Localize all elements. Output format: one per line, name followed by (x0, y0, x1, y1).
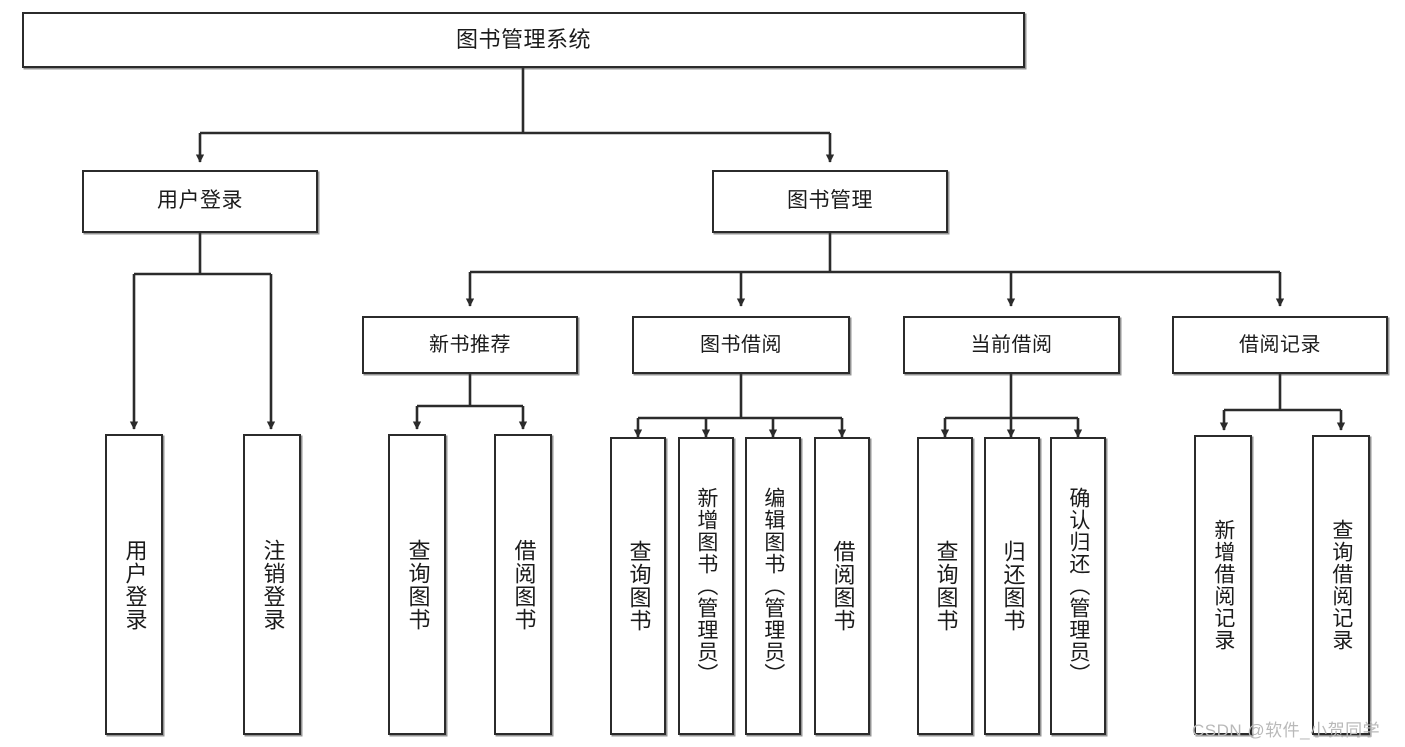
node-new-book-rec[interactable]: 新书推荐 (362, 316, 578, 374)
leaf-query-book-1[interactable]: 查询图书 (388, 434, 446, 735)
leaf-confirm-return-label: 确认归还（管理员） (1066, 487, 1090, 685)
leaf-user-logout-label: 注销登录 (260, 538, 286, 631)
node-borrow-record-label: 借阅记录 (1239, 333, 1321, 356)
node-book-borrow-label: 图书借阅 (700, 333, 782, 356)
node-book-manage[interactable]: 图书管理 (712, 170, 948, 233)
node-current-borrow[interactable]: 当前借阅 (903, 316, 1120, 374)
leaf-query-book-3[interactable]: 查询图书 (917, 437, 973, 735)
leaf-query-book-3-label: 查询图书 (933, 540, 959, 632)
leaf-query-book-2-label: 查询图书 (626, 540, 652, 632)
leaf-query-book-2[interactable]: 查询图书 (610, 437, 666, 735)
leaf-borrow-book-1-label: 借阅图书 (511, 538, 537, 631)
node-user-login-label: 用户登录 (157, 189, 243, 213)
leaf-return-book-label: 归还图书 (1000, 540, 1026, 632)
leaf-user-login[interactable]: 用户登录 (105, 434, 163, 735)
leaf-add-book[interactable]: 新增图书（管理员） (678, 437, 734, 735)
leaf-borrow-book-2[interactable]: 借阅图书 (814, 437, 870, 735)
leaf-borrow-book-2-label: 借阅图书 (830, 540, 856, 632)
node-book-manage-label: 图书管理 (787, 189, 873, 213)
leaf-confirm-return[interactable]: 确认归还（管理员） (1050, 437, 1106, 735)
leaf-user-logout[interactable]: 注销登录 (243, 434, 301, 735)
leaf-user-login-label: 用户登录 (122, 538, 148, 631)
node-borrow-record[interactable]: 借阅记录 (1172, 316, 1388, 374)
leaf-add-record[interactable]: 新增借阅记录 (1194, 435, 1252, 735)
node-book-borrow[interactable]: 图书借阅 (632, 316, 850, 374)
leaf-borrow-book-1[interactable]: 借阅图书 (494, 434, 552, 735)
leaf-edit-book-label: 编辑图书（管理员） (761, 487, 785, 685)
leaf-query-book-1-label: 查询图书 (405, 538, 431, 631)
node-current-borrow-label: 当前借阅 (970, 333, 1053, 356)
node-user-login[interactable]: 用户登录 (82, 170, 318, 233)
node-root[interactable]: 图书管理系统 (22, 12, 1025, 68)
leaf-return-book[interactable]: 归还图书 (984, 437, 1040, 735)
leaf-query-record[interactable]: 查询借阅记录 (1312, 435, 1370, 735)
leaf-edit-book[interactable]: 编辑图书（管理员） (745, 437, 801, 735)
leaf-query-record-label: 查询借阅记录 (1329, 519, 1353, 651)
leaf-add-book-label: 新增图书（管理员） (694, 487, 718, 685)
csdn-watermark: CSDN @软件_小贺同学 (1192, 721, 1381, 740)
node-new-book-rec-label: 新书推荐 (429, 333, 511, 356)
leaf-add-record-label: 新增借阅记录 (1211, 519, 1235, 651)
node-root-label: 图书管理系统 (455, 27, 591, 53)
